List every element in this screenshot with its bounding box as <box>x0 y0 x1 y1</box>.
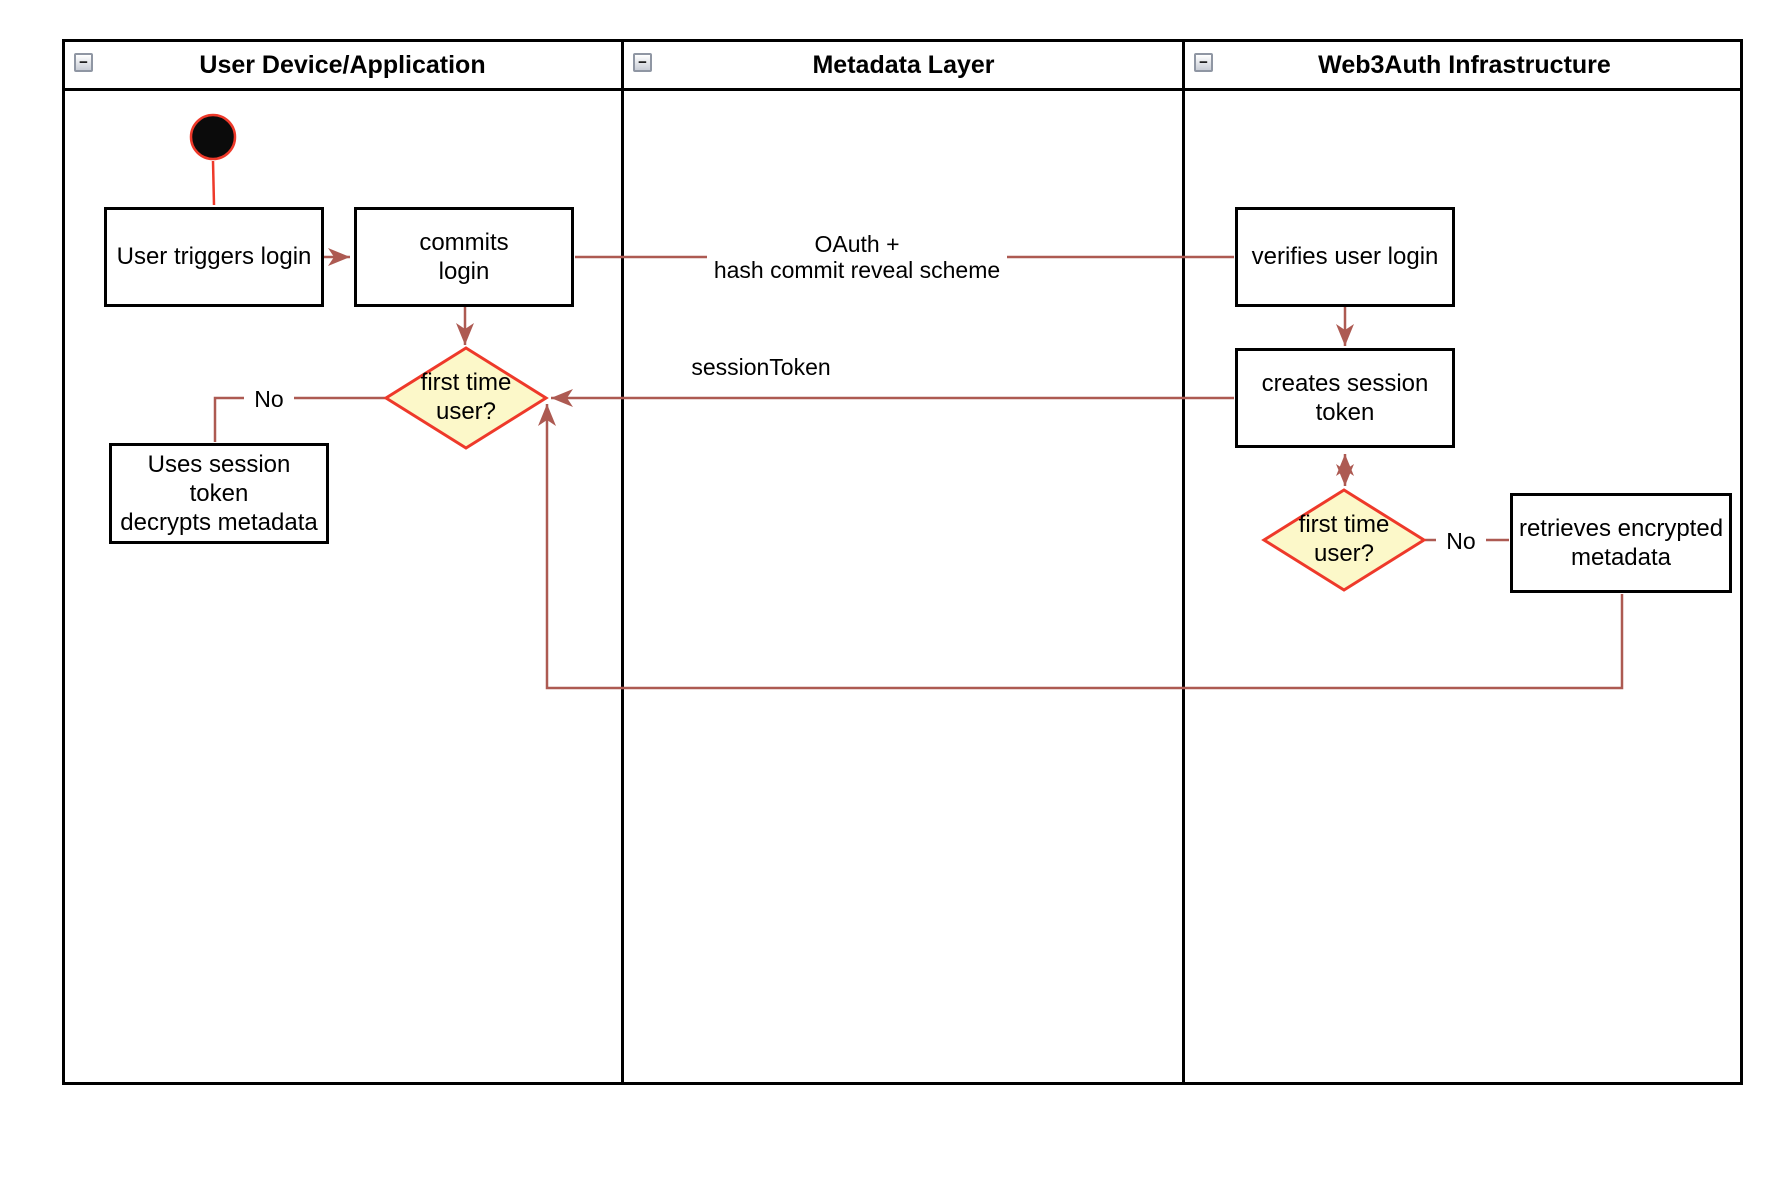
lane-title-user-device: User Device/Application <box>199 50 486 79</box>
node-verifies-user-login[interactable]: verifies user login <box>1235 207 1455 307</box>
node-retrieves-encrypted-metadata[interactable]: retrieves encrypted metadata <box>1510 493 1732 593</box>
edge-no-to-uses-session <box>213 396 386 442</box>
decision-label-device: first time user? <box>420 369 512 425</box>
pool-header-divider <box>62 88 1743 91</box>
decision-label-infra: first time user? <box>1298 511 1390 567</box>
node-uses-session-token[interactable]: Uses session token decrypts metadata <box>109 443 329 544</box>
lane-divider-2 <box>1182 39 1185 1085</box>
node-commits-login[interactable]: commits login <box>354 207 574 307</box>
collapse-minus-icon[interactable]: − <box>633 53 652 72</box>
edge-label-session-token: sessionToken <box>681 352 841 382</box>
lane-title-metadata-layer: Metadata Layer <box>812 50 995 79</box>
edge-label-oauth: OAuth + hash commit reveal scheme <box>707 231 1007 283</box>
node-creates-session-token[interactable]: creates session token <box>1235 348 1455 448</box>
collapse-minus-icon[interactable]: − <box>1194 53 1213 72</box>
edge-start-to-user-triggers <box>211 160 216 206</box>
start-node[interactable] <box>189 113 237 161</box>
pool-border <box>62 39 1743 1085</box>
decision-diamond-device[interactable] <box>383 346 549 450</box>
node-user-triggers-login[interactable]: User triggers login <box>104 207 324 307</box>
edge-retrieves-to-decision-device <box>538 404 1624 690</box>
edge-label-no-device: No <box>244 385 294 413</box>
decision-diamond-infra[interactable] <box>1261 488 1427 592</box>
collapse-minus-icon[interactable]: − <box>74 53 93 72</box>
lane-divider-1 <box>621 39 624 1085</box>
edge-label-no-infra: No <box>1436 527 1486 555</box>
lane-title-web3auth: Web3Auth Infrastructure <box>1318 50 1611 79</box>
